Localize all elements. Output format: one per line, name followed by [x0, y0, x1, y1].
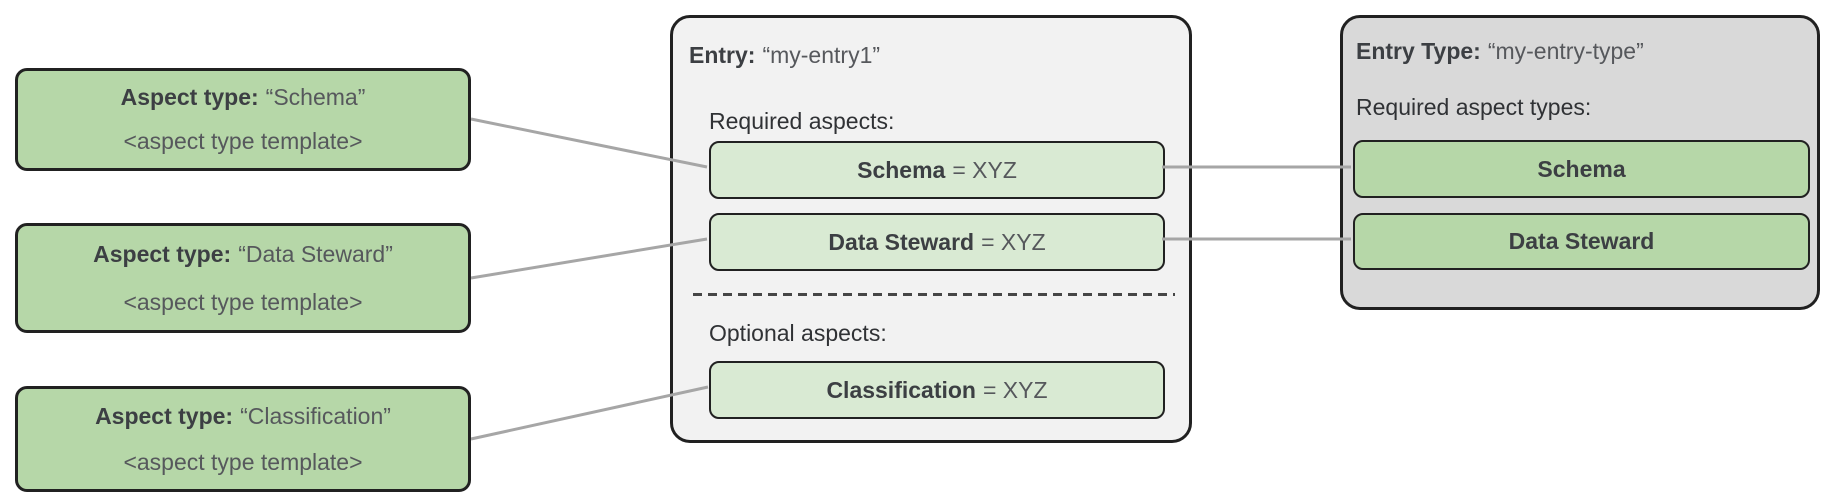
- entry-type-title: Entry Type:“my-entry-type”: [1356, 38, 1644, 65]
- aspect-type-name: “Data Steward”: [238, 240, 393, 267]
- entry-aspect-data-steward: Data Steward= XYZ: [709, 213, 1165, 271]
- entry-aspect-name: Classification: [826, 376, 976, 403]
- aspect-type-title: Aspect type:“Schema”: [121, 84, 366, 111]
- aspect-type-box-data-steward: Aspect type:“Data Steward” <aspect type …: [15, 223, 471, 333]
- optional-aspects-label: Optional aspects:: [709, 320, 887, 346]
- entry-aspect-value: = XYZ: [981, 228, 1046, 255]
- aspect-type-name: “Schema”: [265, 83, 366, 110]
- required-aspects-label: Required aspects:: [709, 108, 895, 134]
- aspect-type-title: Aspect type:“Data Steward”: [93, 241, 393, 268]
- entry-type-title-value: “my-entry-type”: [1487, 38, 1644, 64]
- aspect-type-title: Aspect type:“Classification”: [95, 403, 391, 430]
- required-optional-divider: [693, 293, 1175, 296]
- entry-aspect-value: = XYZ: [982, 376, 1048, 403]
- entry-type-container: Entry Type:“my-entry-type” Required aspe…: [1340, 15, 1820, 310]
- aspect-type-box-classification: Aspect type:“Classification” <aspect typ…: [15, 386, 471, 492]
- required-aspect-types-label: Required aspect types:: [1356, 94, 1592, 120]
- entry-title-value: “my-entry1”: [762, 42, 881, 68]
- aspect-type-template: <aspect type template>: [123, 448, 363, 475]
- entry-type-aspect-schema: Schema: [1353, 140, 1810, 198]
- entry-type-title-label: Entry Type:: [1356, 38, 1481, 64]
- aspect-type-name: “Classification”: [240, 402, 391, 429]
- entry-title: Entry:“my-entry1”: [689, 42, 880, 69]
- entry-type-aspect-data-steward: Data Steward: [1353, 213, 1810, 270]
- entry-aspect-name: Data Steward: [828, 228, 975, 255]
- entry-title-label: Entry:: [689, 42, 756, 68]
- aspect-type-label: Aspect type:: [93, 240, 232, 267]
- entry-aspect-value: = XYZ: [952, 156, 1017, 183]
- entry-container: Entry:“my-entry1” Required aspects: Sche…: [670, 15, 1192, 443]
- entry-aspect-classification: Classification= XYZ: [709, 361, 1165, 419]
- aspect-type-template: <aspect type template>: [123, 128, 363, 155]
- entry-aspect-name: Schema: [857, 156, 946, 183]
- aspect-type-label: Aspect type:: [95, 402, 234, 429]
- aspect-type-label: Aspect type:: [120, 83, 259, 110]
- entry-aspect-schema: Schema= XYZ: [709, 141, 1165, 199]
- aspect-type-template: <aspect type template>: [123, 288, 363, 315]
- aspect-type-box-schema: Aspect type:“Schema” <aspect type templa…: [15, 68, 471, 171]
